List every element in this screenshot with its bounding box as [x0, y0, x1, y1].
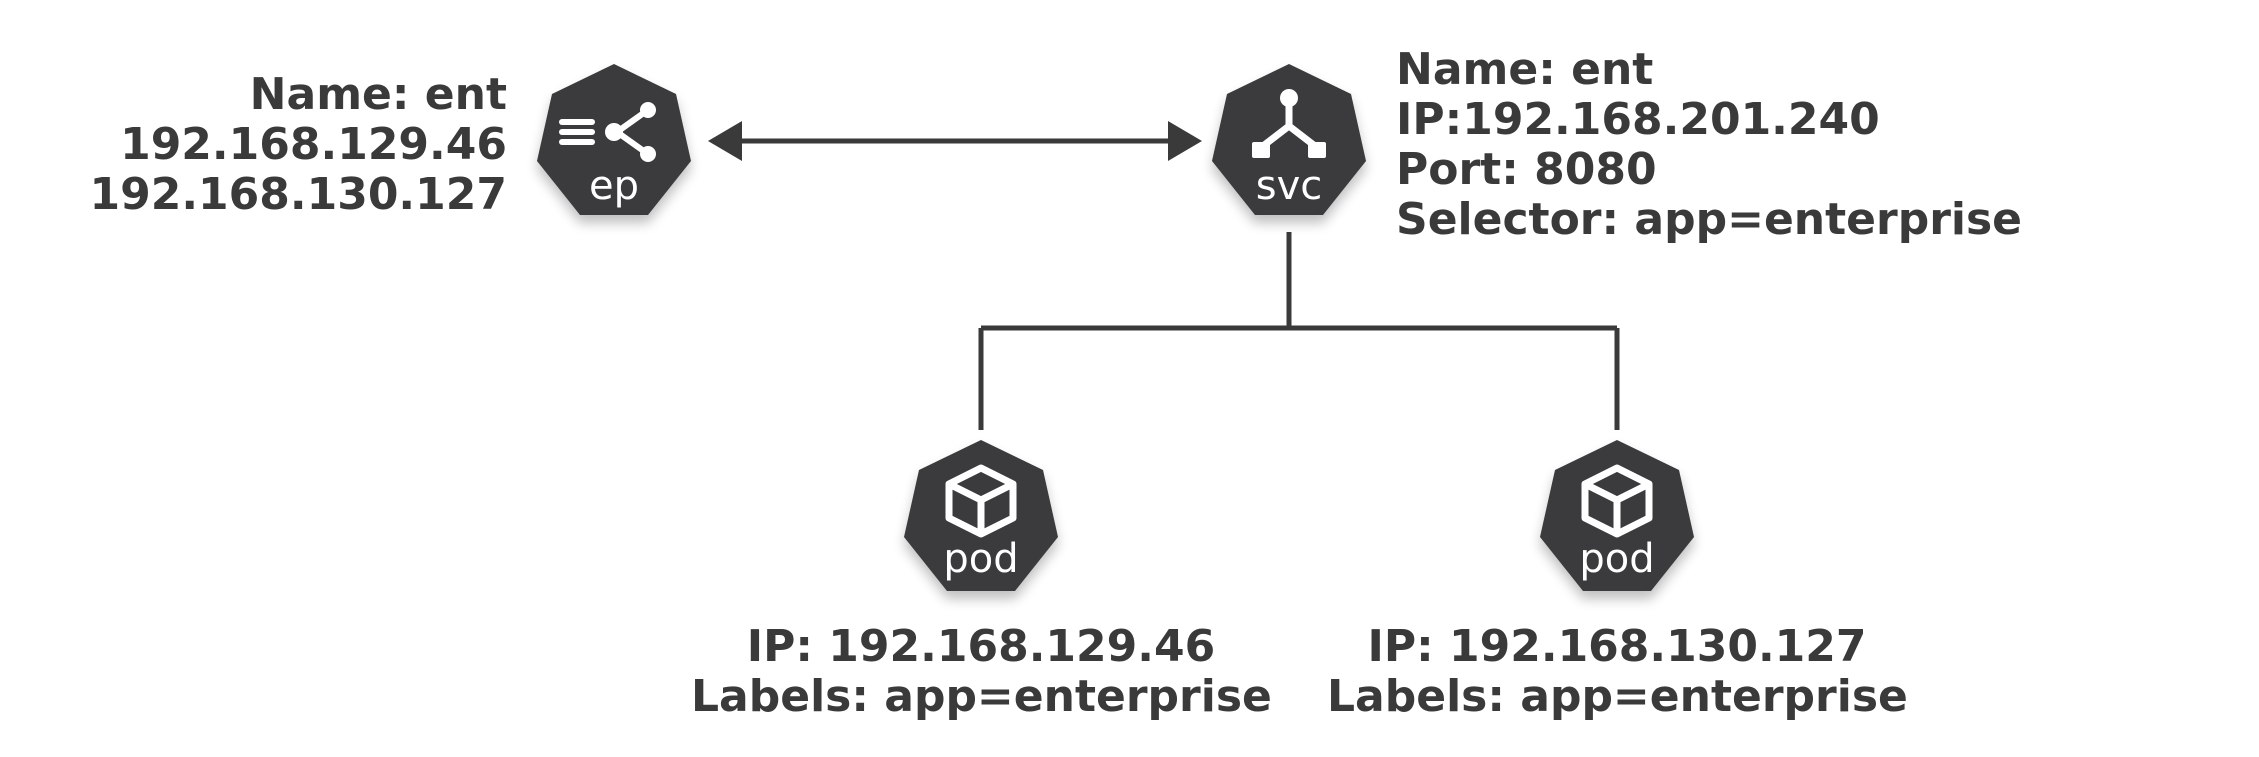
- pod-node-2[interactable]: pod: [1540, 440, 1694, 591]
- pod1-info: IP: 192.168.129.46 Labels: app=enterpris…: [691, 621, 1272, 722]
- service-name: Name: ent: [1396, 44, 1654, 95]
- service-port: Port: 8080: [1396, 144, 1657, 195]
- connector-arrowheads: [708, 121, 1202, 161]
- arrowhead-right: [1168, 121, 1202, 161]
- service-ip: IP:192.168.201.240: [1396, 94, 1880, 145]
- endpoint-info: Name: ent 192.168.129.46 192.168.130.127: [89, 70, 507, 220]
- endpoint-ip-1: 192.168.129.46: [120, 119, 507, 170]
- connectors: [740, 138, 1620, 430]
- pod2-node-label: pod: [1579, 536, 1654, 582]
- pod1-ip: IP: 192.168.129.46: [746, 621, 1216, 672]
- pod2-info: IP: 192.168.130.127 Labels: app=enterpri…: [1327, 621, 1908, 722]
- service-node-label: svc: [1256, 163, 1323, 209]
- cube-icon: [945, 464, 1017, 538]
- pod-node-1[interactable]: pod: [904, 440, 1058, 591]
- service-selector: Selector: app=enterprise: [1396, 194, 2023, 245]
- pod1-labels: Labels: app=enterprise: [691, 671, 1272, 722]
- endpoint-name: Name: ent: [249, 69, 507, 120]
- endpoint-node-label: ep: [589, 163, 639, 209]
- service-icon: [1252, 89, 1326, 158]
- pod1-node-label: pod: [943, 536, 1018, 582]
- service-info: Name: ent IP:192.168.201.240 Port: 8080 …: [1396, 45, 2022, 245]
- arrowhead-left: [708, 121, 742, 161]
- cube-icon: [1581, 464, 1653, 538]
- pod2-ip: IP: 192.168.130.127: [1367, 621, 1867, 672]
- pod2-labels: Labels: app=enterprise: [1327, 671, 1908, 722]
- service-node[interactable]: svc: [1212, 64, 1366, 215]
- endpoint-node[interactable]: ep: [537, 64, 691, 215]
- endpoint-ip-2: 192.168.130.127: [89, 169, 507, 220]
- endpoints-icon: [559, 102, 656, 162]
- service-heptagon: [1212, 64, 1366, 215]
